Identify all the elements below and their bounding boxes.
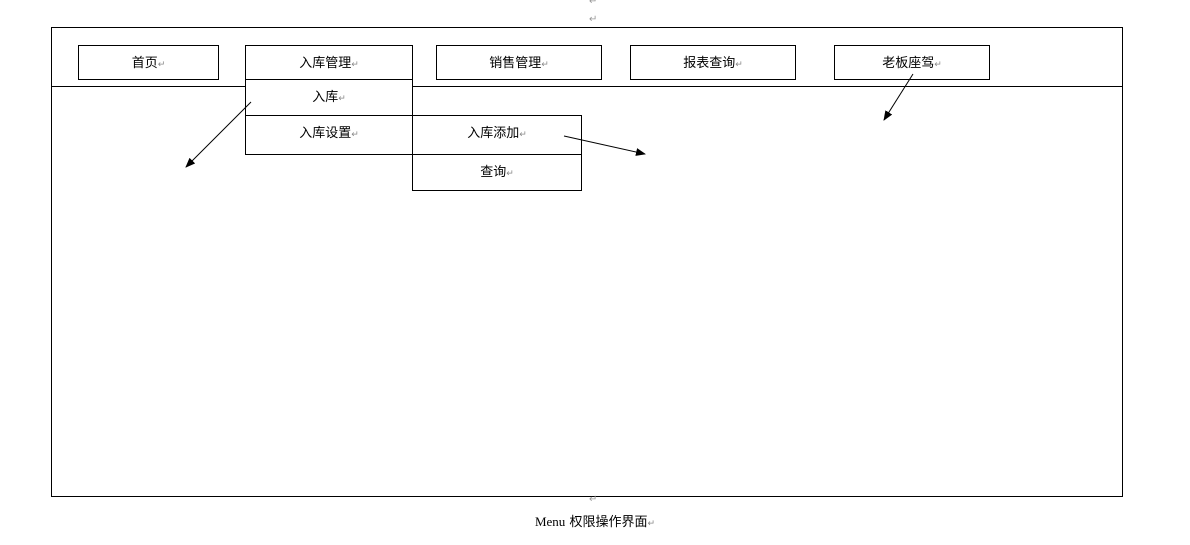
figure-caption: Menu 权限操作界面↵ (0, 511, 1190, 530)
caption-prefix: Menu (534, 514, 566, 529)
paragraph-mark: ↵ (506, 169, 514, 179)
paragraph-mark: ↵ (351, 60, 359, 70)
window-frame (51, 27, 1123, 497)
paragraph-mark: ↵ (338, 94, 346, 104)
menu-label: 查询 (480, 165, 507, 180)
submenu-item-query[interactable]: 查询↵ (412, 154, 582, 191)
paragraph-mark: ↵ (541, 60, 549, 70)
arrow (883, 73, 914, 121)
paragraph-mark: ↵ (589, 0, 598, 7)
paragraph-mark: ↵ (647, 519, 656, 529)
paragraph-mark: ↵ (934, 60, 942, 70)
nav-label: 老板座驾 (882, 56, 935, 71)
caption-text: 权限操作界面 (569, 515, 648, 530)
header-divider (51, 86, 1123, 87)
nav-label: 首页 (131, 56, 158, 71)
nav-label: 报表查询 (683, 56, 736, 71)
paragraph-mark: ↵ (351, 130, 359, 140)
paragraph-mark: ↵ (589, 14, 598, 25)
dropdown-item-inbound-settings[interactable]: 入库设置↵ (245, 115, 413, 155)
nav-label: 入库管理 (299, 56, 352, 71)
nav-home[interactable]: 首页↵ (78, 45, 219, 80)
nav-sales-management[interactable]: 销售管理↵ (436, 45, 602, 80)
menu-label: 入库 (312, 90, 339, 105)
paragraph-mark: ↵ (589, 494, 598, 505)
menu-label: 入库设置 (299, 126, 352, 141)
paragraph-mark: ↵ (157, 60, 166, 70)
nav-boss-seat[interactable]: 老板座驾↵ (834, 45, 990, 80)
menu-label: 入库添加 (467, 126, 520, 141)
paragraph-mark: ↵ (519, 130, 527, 140)
nav-report-query[interactable]: 报表查询↵ (630, 45, 796, 80)
paragraph-mark: ↵ (735, 60, 743, 70)
nav-label: 销售管理 (489, 56, 542, 71)
arrow (185, 101, 252, 168)
arrow (563, 135, 646, 156)
